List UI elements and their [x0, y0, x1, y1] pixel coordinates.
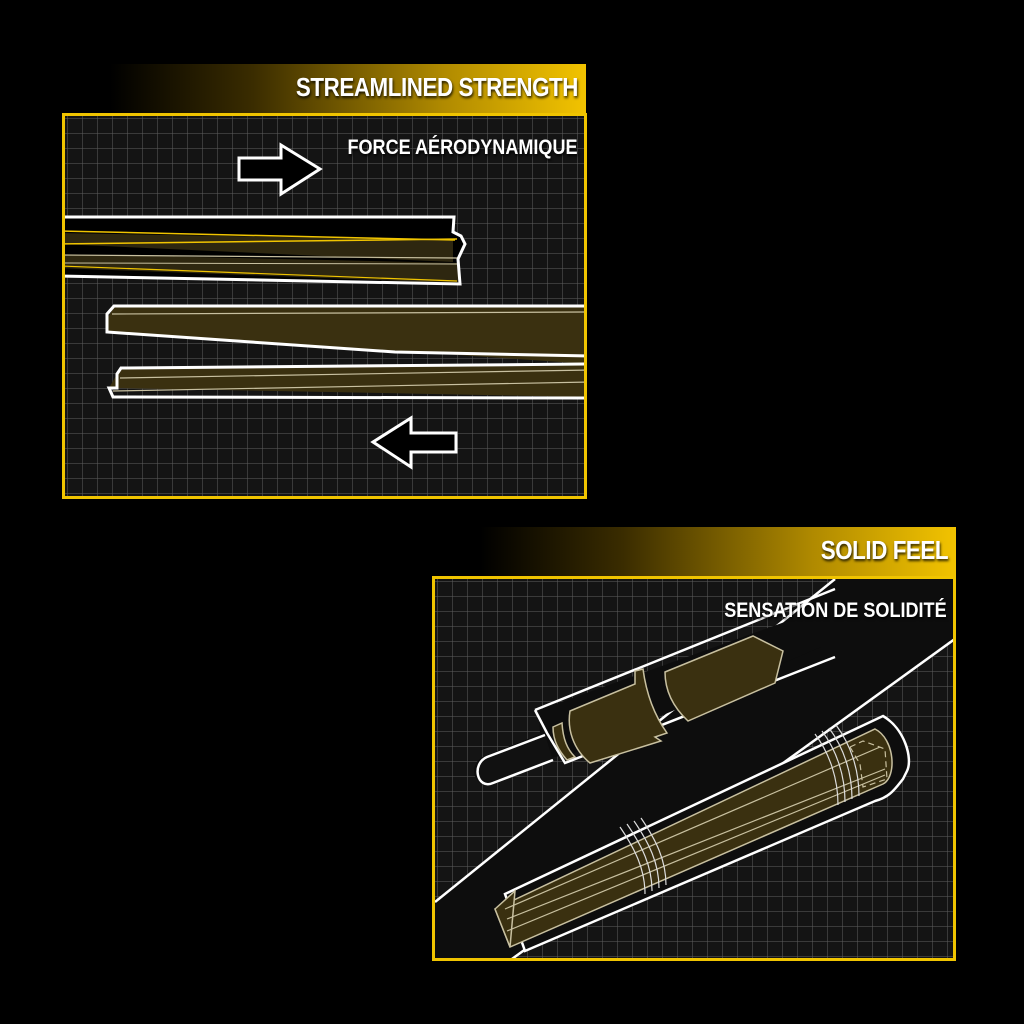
solid-title: SOLID FEEL — [820, 535, 949, 565]
arrow-right-icon — [237, 142, 323, 197]
tapered-shafts-illustration — [65, 142, 584, 470]
joint-butt-piece — [494, 714, 911, 953]
arrow-left-icon — [370, 415, 458, 470]
upper-shaft-shape — [65, 215, 467, 286]
solid-subtitle: SENSATION DE SOLIDITÉ — [724, 599, 947, 622]
cue-joint-illustration — [435, 579, 953, 958]
solid-panel: SENSATION DE SOLIDITÉ — [432, 576, 956, 961]
streamlined-panel: FORCE AÉRODYNAMIQUE — [62, 113, 587, 499]
joint-pin-piece — [474, 587, 836, 786]
solid-header-bar: SOLID FEEL — [480, 527, 956, 577]
streamlined-header-bar: STREAMLINED STRENGTH — [110, 64, 586, 114]
streamlined-title: STREAMLINED STRENGTH — [295, 72, 579, 102]
streamlined-subtitle: FORCE AÉRODYNAMIQUE — [347, 136, 578, 159]
lower-shaft-shape — [105, 304, 584, 400]
